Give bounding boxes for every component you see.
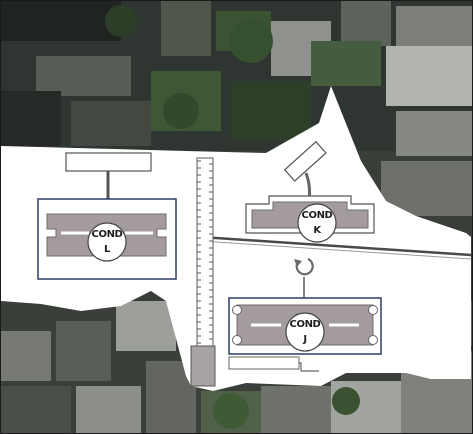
building-cond-j: COND J xyxy=(228,297,382,372)
annex-block-k xyxy=(283,140,327,182)
wing-node-j-2 xyxy=(232,335,242,345)
cond-l-marker xyxy=(87,222,127,262)
cond-k-code: COND xyxy=(302,210,333,221)
road xyxy=(200,235,472,260)
central-walkway xyxy=(190,157,216,387)
cond-k-name: K xyxy=(313,225,322,236)
cond-j-code: COND xyxy=(290,319,321,330)
roundabout-arrow-icon xyxy=(294,258,314,301)
cond-j-marker xyxy=(285,312,325,352)
annex-block-l xyxy=(65,152,152,172)
cond-l-name: L xyxy=(104,244,111,255)
cond-l-code: COND xyxy=(92,229,123,240)
wing-node-j-4 xyxy=(368,335,378,345)
building-cond-k: COND K xyxy=(245,140,375,243)
cond-k-marker xyxy=(297,203,337,243)
building-cond-l: COND L xyxy=(37,152,177,280)
wing-node-j-1 xyxy=(232,305,242,315)
utility-block xyxy=(190,345,216,387)
cond-j-name: J xyxy=(302,334,306,345)
wing-node-j-3 xyxy=(368,305,378,315)
